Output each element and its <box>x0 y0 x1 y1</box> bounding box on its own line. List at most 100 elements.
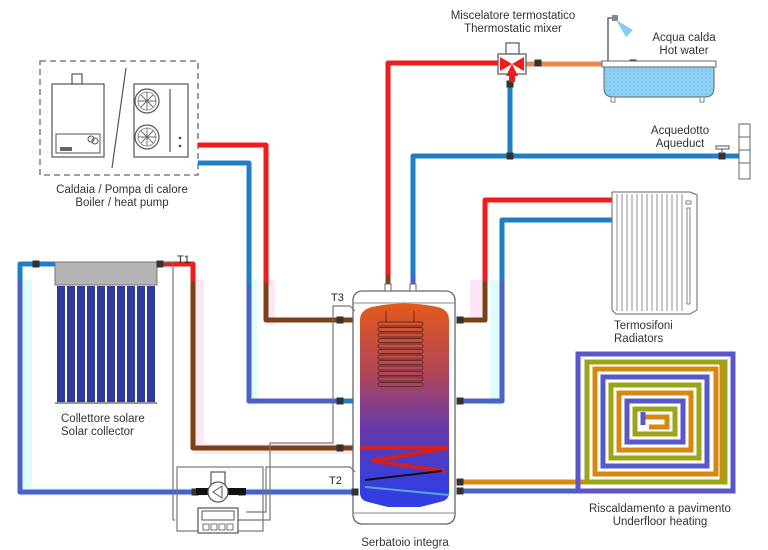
tank-solar-coil <box>360 446 449 473</box>
tank-hot-outlet-pipe <box>385 60 500 290</box>
boiler-label: Caldaia / Pompa di calore Boiler / heat … <box>38 184 206 210</box>
solar-collector-label-en: Solar collector <box>61 426 134 438</box>
collector-tube <box>117 286 125 402</box>
tank-top-nozzles <box>384 283 417 292</box>
bathtub-hot-water[interactable] <box>601 15 717 103</box>
hot-water-label-it: Acqua calda <box>652 32 716 44</box>
collector-tube <box>67 286 75 402</box>
mixer-label-it: Miscelatore termostatico <box>450 10 576 22</box>
radiator[interactable] <box>611 191 698 315</box>
aqueduct-label-en: Aqueduct <box>655 138 705 150</box>
storage-tank[interactable] <box>352 290 456 525</box>
pipe-fitting <box>32 260 40 268</box>
tank-upper-coil <box>377 321 424 387</box>
boiler-flow-pipe <box>198 142 269 285</box>
gas-boiler-icon <box>51 73 105 158</box>
hot-water-label-en: Hot water <box>659 45 709 57</box>
pipe-fitting <box>456 487 464 495</box>
collector-tube <box>77 286 85 402</box>
radiators-label-it: Termosifoni <box>614 320 673 332</box>
underfloor-label-it: Riscaldamento a pavimento <box>589 503 731 515</box>
aqueduct-label: Acquedotto Aqueduct <box>644 125 716 151</box>
hot-water-label: Acqua calda Hot water <box>648 32 720 58</box>
collector-tube <box>87 286 95 402</box>
pipe-fitting <box>506 152 514 160</box>
collector-tube <box>107 286 115 402</box>
valve-handle-icon <box>715 145 730 150</box>
tank-lower-coil <box>364 470 443 481</box>
solar-collector-label: Collettore solare Solar collector <box>61 413 145 439</box>
collector-tube <box>127 286 135 402</box>
shower-head-icon <box>612 15 618 21</box>
collector-tubes <box>57 286 155 402</box>
boiler-flow-pipe-lower <box>263 283 360 323</box>
solar-pump-station[interactable] <box>176 466 264 534</box>
boiler-label-it: Caldaia / Pompa di calore <box>56 184 188 196</box>
collector-tube <box>57 286 65 402</box>
pipe-fitting <box>718 152 726 160</box>
t2-sensor-wire <box>246 466 356 513</box>
coil-loop <box>377 338 424 343</box>
coil-loop <box>377 321 424 327</box>
coil-loop <box>377 365 424 371</box>
pipe-fitting <box>456 397 464 405</box>
pipe-fitting <box>336 444 344 452</box>
boiler-divider <box>111 67 127 169</box>
boiler-return-pipe <box>198 160 360 404</box>
solar-flow-pipe-lower <box>190 282 360 451</box>
aqueduct-supply[interactable] <box>715 123 751 180</box>
tank-water <box>360 303 449 507</box>
pipe-fitting <box>351 488 359 496</box>
coil-loop <box>377 360 424 365</box>
tank-label-it: Serbatoio integra <box>361 537 449 549</box>
pipe-fitting <box>534 59 542 67</box>
boiler-dashed-frame <box>39 60 199 176</box>
coil-loop <box>377 382 424 387</box>
pipe-fitting <box>336 316 344 324</box>
pipe-fitting <box>191 488 199 496</box>
solar-collector-label-it: Collettore solare <box>61 413 145 425</box>
sensor-t2-label: T2 <box>329 475 342 487</box>
pipe-fitting <box>506 80 514 88</box>
aqueduct-cold-pipe <box>410 153 740 290</box>
collector-header <box>54 261 158 286</box>
coil-loop <box>377 376 424 382</box>
coil-loop <box>377 332 424 338</box>
boiler-heat-pump[interactable] <box>39 60 199 176</box>
coil-loop <box>377 343 424 349</box>
t1-sensor-wire <box>156 261 175 521</box>
coil-loop <box>377 371 424 376</box>
tank-label: Serbatoio integra <box>330 537 480 550</box>
underfloor-label: Riscaldamento a pavimento Underfloor hea… <box>560 503 760 529</box>
boiler-label-en: Boiler / heat pump <box>75 197 169 209</box>
t3-sensor-wire <box>205 305 356 521</box>
shower-pipe <box>607 17 614 62</box>
coil-loop <box>377 349 424 354</box>
collector-tube <box>97 286 105 402</box>
shower-spray <box>616 20 633 37</box>
coil-loop <box>377 354 424 360</box>
collector-tube <box>137 286 145 402</box>
solar-flow-pipe <box>160 261 360 451</box>
aqueduct-label-it: Acquedotto <box>650 125 710 137</box>
radiators-label-en: Radiators <box>614 333 664 345</box>
pipe-fitting <box>336 397 344 405</box>
boiler-return-pipe-lower <box>246 285 340 404</box>
pipe-fitting <box>156 260 164 268</box>
mixer-label-en: Thermostatic mixer <box>464 23 562 35</box>
sensor-t1-label: T1 <box>177 254 190 266</box>
coil-loop <box>377 327 424 332</box>
solar-collector[interactable] <box>54 261 158 404</box>
underfloor-spiral <box>575 351 736 494</box>
mixer-label: Miscelatore termostatico Thermostatic mi… <box>438 10 588 36</box>
controller-icon <box>197 507 239 534</box>
collector-tube <box>147 286 155 402</box>
pipe-fitting <box>456 478 464 486</box>
pipe-fitting <box>456 316 464 324</box>
radiators-label: Termosifoni Radiators <box>614 320 673 346</box>
heat-pump-icon <box>133 83 189 158</box>
underfloor-label-en: Underfloor heating <box>612 516 708 528</box>
thermostatic-mixer[interactable] <box>497 42 527 82</box>
sensor-t3-label: T3 <box>331 292 344 304</box>
